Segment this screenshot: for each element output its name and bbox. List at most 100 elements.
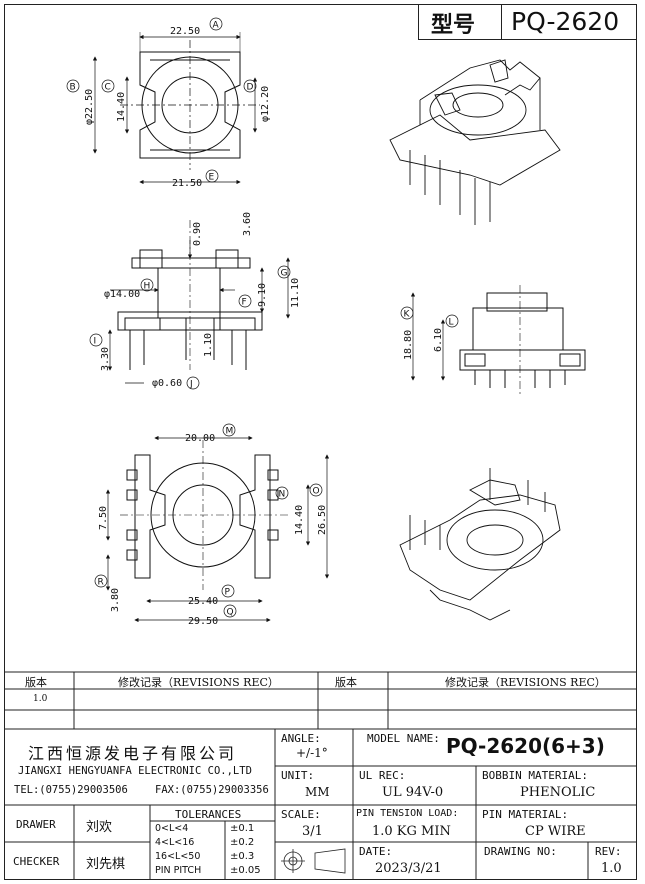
unit-value: MM <box>305 785 330 799</box>
drawer-label: DRAWER <box>16 818 56 831</box>
unit-label: UNIT: <box>281 769 315 782</box>
marker-A <box>209 17 223 31</box>
rev-header-records-2: 修改记录（REVISIONS REC） <box>445 676 606 689</box>
dim-9-10: 9.10 <box>257 283 268 307</box>
dim-18-80: 18.80 <box>403 330 414 360</box>
dim-7-50: 7.50 <box>98 506 109 530</box>
svg-text:Q: Q <box>227 608 234 618</box>
type-label: 型号 <box>431 13 476 38</box>
drawer-name: 刘欢 <box>86 820 113 835</box>
projection-symbol <box>281 848 346 874</box>
dim-0-90: 0.90 <box>192 222 203 246</box>
dim-25-40: 25.40 <box>188 596 218 607</box>
tol-range-1: 0<L<4 <box>155 823 189 834</box>
dim-11-10: 11.10 <box>290 278 301 308</box>
dim-21-50: 21.50 <box>172 178 202 189</box>
title-divider <box>501 4 502 39</box>
model-number: PQ-2620 <box>511 7 620 36</box>
title-box: 型号 PQ-2620 <box>418 4 637 40</box>
pin-tension-label: PIN TENSION LOAD: <box>356 808 459 819</box>
dim-6-10: 6.10 <box>433 328 444 352</box>
scale-label: SCALE: <box>281 808 321 821</box>
tol-value-1: ±0.1 <box>230 823 255 834</box>
side-view-2 <box>410 285 586 395</box>
svg-text:C: C <box>105 83 111 93</box>
svg-text:D: D <box>247 83 254 93</box>
ul-rec-label: UL REC: <box>359 769 406 782</box>
company-name-cn: 江西恒源发电子有限公司 <box>28 744 238 763</box>
tol-value-4: ±0.05 <box>230 865 261 876</box>
dim-dia-12-20: φ12.20 <box>260 86 271 122</box>
rev-value: 1.0 <box>601 861 622 876</box>
top-view <box>92 32 260 185</box>
ul-rec-value: UL 94V-0 <box>382 785 444 800</box>
rev-header-records-1: 修改记录（REVISIONS REC） <box>118 676 279 689</box>
model-name-value: PQ-2620(6+3) <box>446 734 605 758</box>
svg-text:N: N <box>279 490 286 500</box>
svg-text:E: E <box>209 173 215 183</box>
svg-text:J: J <box>189 380 193 390</box>
drawing-no-label: DRAWING NO: <box>484 845 557 858</box>
marker-C <box>101 79 115 93</box>
svg-text:M: M <box>226 427 234 437</box>
tol-range-4: PIN PITCH <box>155 865 202 876</box>
dim-3-80: 3.80 <box>110 588 121 612</box>
dim-14-40: 14.40 <box>116 92 127 122</box>
bobbin-material-value: PHENOLIC <box>520 785 596 800</box>
marker-B <box>66 79 80 93</box>
dim-26-50: 26.50 <box>317 505 328 535</box>
svg-text:O: O <box>313 487 320 497</box>
svg-text:L: L <box>449 318 454 328</box>
rev-label: REV: <box>595 845 622 858</box>
pin-tension-value: 1.0 KG MIN <box>372 824 451 839</box>
rev-header-version-2: 版本 <box>335 676 357 689</box>
company-tel: TEL:(0755)29003506 <box>14 784 128 796</box>
dim-20-00: 20.00 <box>185 433 215 444</box>
dim-dia-22-50: φ22.50 <box>84 89 95 125</box>
dim-pin-dia: φ0.60 <box>152 378 182 389</box>
iso-view-top <box>389 59 561 225</box>
tol-value-2: ±0.2 <box>230 837 255 848</box>
tol-range-2: 4<L<16 <box>155 837 195 848</box>
dim-1-10: 1.10 <box>203 333 214 357</box>
pin-material-label: PIN MATERIAL: <box>482 808 569 821</box>
angle-label: ANGLE: <box>281 732 321 745</box>
company-fax: FAX:(0755)29003356 <box>155 784 269 796</box>
date-value: 2023/3/21 <box>375 861 442 876</box>
svg-text:P: P <box>225 588 231 598</box>
dim-14-40-b: 14.40 <box>294 505 305 535</box>
dim-dia-14: φ14.00 <box>104 289 140 300</box>
angle-value: +/-1° <box>296 746 328 760</box>
dim-3-60: 3.60 <box>242 212 253 236</box>
bobbin-material-label: BOBBIN MATERIAL: <box>482 769 588 782</box>
svg-text:I: I <box>94 337 97 347</box>
tolerances-label: TOLERANCES <box>175 808 242 821</box>
scale-value: 3/1 <box>302 824 323 839</box>
svg-text:G: G <box>281 269 288 279</box>
pin-material-value: CP WIRE <box>525 824 586 839</box>
dim-22-50-top: 22.50 <box>170 26 200 37</box>
company-name-en: JIANGXI HENGYUANFA ELECTRONIC CO.,LTD <box>18 765 252 777</box>
svg-text:K: K <box>404 310 411 320</box>
iso-view-bottom <box>399 468 561 621</box>
tol-range-3: 16<L<50 <box>155 851 201 862</box>
rev-header-version-1: 版本 <box>25 676 47 689</box>
checker-name: 刘先棋 <box>86 857 126 872</box>
svg-text:R: R <box>98 578 104 588</box>
bottom-view <box>105 435 330 623</box>
dim-29-50: 29.50 <box>188 616 218 627</box>
drawing-border <box>4 4 637 880</box>
svg-text:H: H <box>144 282 151 292</box>
dim-3-30: 3.30 <box>100 347 111 371</box>
tol-value-3: ±0.3 <box>230 851 255 862</box>
date-label: DATE: <box>359 845 393 858</box>
side-view <box>107 220 291 384</box>
svg-text:A: A <box>213 21 220 31</box>
model-name-label: MODEL NAME: <box>367 732 440 745</box>
svg-text:F: F <box>242 298 247 308</box>
marker-D <box>243 79 257 93</box>
svg-text:B: B <box>70 83 76 93</box>
checker-label: CHECKER <box>13 855 60 868</box>
